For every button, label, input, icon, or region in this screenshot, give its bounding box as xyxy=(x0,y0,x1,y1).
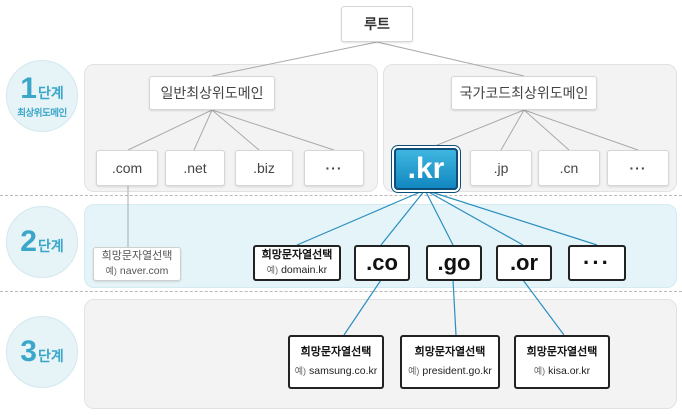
tld-label: .jp xyxy=(493,160,509,176)
example-prefix: 예) xyxy=(408,366,420,377)
example-prefix: 예) xyxy=(266,265,279,276)
sld-label: .co xyxy=(366,250,398,275)
choice-title: 희망문자열선택 xyxy=(414,346,486,359)
president-example-box: 희망문자열선택 예)president.go.kr xyxy=(400,335,500,389)
example-prefix: 예) xyxy=(105,266,117,277)
example-domain: domain.kr xyxy=(281,264,328,277)
generic-tld-title: 일반최상위도메인 xyxy=(160,85,264,101)
choice-title: 희망문자열선택 xyxy=(300,346,372,359)
ellipsis-label: ··· xyxy=(583,250,611,275)
level-word: 단계 xyxy=(37,238,64,254)
choice-title: 희망문자열선택 xyxy=(101,250,173,263)
tld-more: ··· xyxy=(304,150,364,186)
tld-jp: .jp xyxy=(470,150,532,186)
tld-label: .net xyxy=(183,160,207,176)
domain-kr-example-box: 희망문자열선택 예)domain.kr xyxy=(253,245,341,281)
example-domain: kisa.or.kr xyxy=(548,365,591,378)
tld-label: .biz xyxy=(253,160,275,176)
ellipsis-label: ··· xyxy=(325,160,343,176)
sld-label: .or xyxy=(509,250,539,275)
sld-go: .go xyxy=(426,245,482,281)
samsung-example-box: 희망문자열선택 예)samsung.co.kr xyxy=(288,335,384,389)
sld-label: .go xyxy=(437,250,471,275)
tld-label: .com xyxy=(111,160,143,176)
tld-label: .kr xyxy=(407,152,445,185)
choice-title: 희망문자열선택 xyxy=(261,249,333,262)
tld-cn: .cn xyxy=(538,150,600,186)
level-separator xyxy=(0,195,682,196)
sld-more: ··· xyxy=(568,245,626,281)
tld-kr: .kr xyxy=(394,148,458,190)
sld-or: .or xyxy=(496,245,552,281)
level-number: 2 xyxy=(20,225,37,258)
choice-title: 희망문자열선택 xyxy=(526,346,598,359)
example-domain: naver.com xyxy=(119,265,169,278)
kisa-example-box: 희망문자열선택 예)kisa.or.kr xyxy=(514,335,610,389)
example-prefix: 예) xyxy=(533,366,546,377)
level-word: 단계 xyxy=(37,84,64,101)
ellipsis-label: ··· xyxy=(629,160,647,176)
level-subtitle: 최상위도메인 xyxy=(17,107,67,119)
generic-tld-head: 일반최상위도메인 xyxy=(149,76,275,110)
tld-more: ··· xyxy=(607,150,669,186)
sld-co: .co xyxy=(354,245,410,281)
level-word: 단계 xyxy=(37,348,64,364)
level-number: 1 xyxy=(20,71,37,105)
naver-example-box: 희망문자열선택 예)naver.com xyxy=(93,247,181,281)
root-label: 루트 xyxy=(364,16,390,32)
tld-biz: .biz xyxy=(235,150,293,186)
tld-net: .net xyxy=(165,150,225,186)
example-domain: president.go.kr xyxy=(422,365,492,378)
root-node: 루트 xyxy=(341,6,413,42)
tld-label: .cn xyxy=(559,160,579,176)
level-number: 3 xyxy=(20,335,37,368)
level-separator xyxy=(0,291,682,292)
country-tld-title: 국가코드최상위도메인 xyxy=(459,85,589,101)
country-tld-head: 국가코드최상위도메인 xyxy=(451,76,597,110)
example-domain: samsung.co.kr xyxy=(309,365,378,378)
example-prefix: 예) xyxy=(294,366,306,377)
tld-com: .com xyxy=(96,150,158,186)
